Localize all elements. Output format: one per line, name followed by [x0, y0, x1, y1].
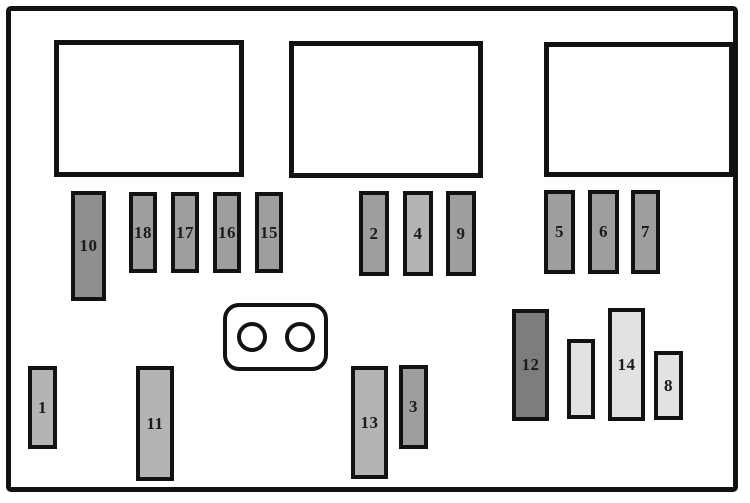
fuse-16: 16	[213, 192, 241, 273]
socket-circle-right	[284, 322, 315, 352]
fuse-3: 3	[399, 365, 428, 449]
fuse-17: 17	[171, 192, 199, 273]
twin-socket-connector	[223, 303, 328, 371]
fuse-14: 14	[608, 308, 645, 421]
fuse-2: 2	[359, 191, 389, 276]
fuse-7: 7	[631, 190, 660, 274]
fuse-10: 10	[71, 191, 106, 301]
socket-circle-left	[236, 322, 267, 352]
fuse-unlabeled	[567, 339, 595, 419]
relay-box-right	[544, 42, 734, 177]
relay-box-center	[289, 41, 483, 178]
fuse-12: 12	[512, 309, 549, 421]
fuse-1: 1	[28, 366, 57, 449]
fuse-6: 6	[588, 190, 619, 274]
fuse-5: 5	[544, 190, 575, 274]
fuse-8: 8	[654, 351, 683, 420]
fuse-11: 11	[136, 366, 174, 481]
fuse-15: 15	[255, 192, 283, 273]
fuse-13: 13	[351, 366, 388, 479]
fuse-box-outline: 10 18 17 16 15 2 4 9 5 6 7 1 11 13 3 12 …	[6, 6, 738, 492]
fuse-9: 9	[446, 191, 476, 276]
relay-box-left	[54, 40, 244, 177]
fuse-18: 18	[129, 192, 157, 273]
fuse-4: 4	[403, 191, 433, 276]
